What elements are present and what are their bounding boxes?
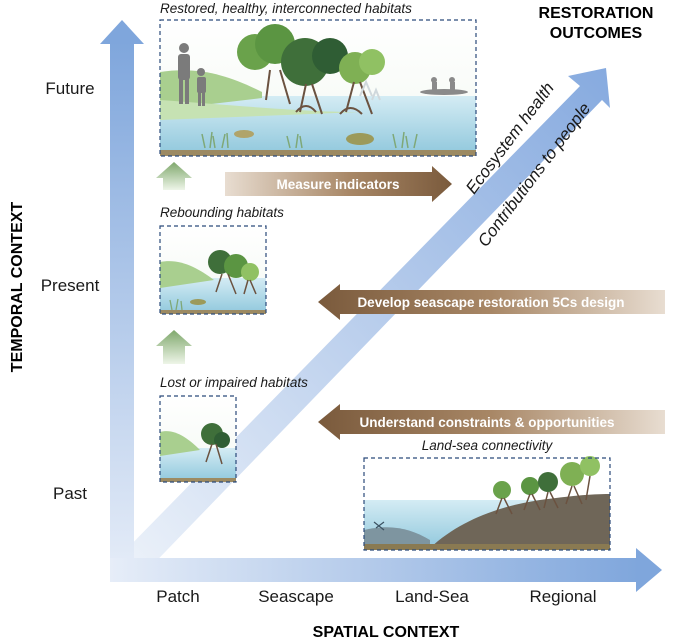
green-up-arrow-1 <box>156 162 192 190</box>
outcomes-title-line1: RESTORATION <box>539 5 654 22</box>
mangrove-trees-icon <box>493 456 600 515</box>
measure-indicators-label: Measure indicators <box>276 177 399 192</box>
fish-icon <box>346 133 374 145</box>
people-icon <box>178 43 206 106</box>
green-up-arrow-2 <box>156 330 192 364</box>
spatial-axis-arrow <box>110 548 662 592</box>
x-axis-title: SPATIAL CONTEXT <box>313 624 460 641</box>
seagrass-icon <box>201 131 418 149</box>
understand-constraints-arrow: Understand constraints & opportunities <box>318 404 665 440</box>
present-habitat-panel <box>159 225 267 315</box>
mangrove-trees-icon <box>208 250 259 295</box>
future-panel-caption: Restored, healthy, interconnected habita… <box>160 1 412 16</box>
future-habitat-panel <box>159 19 477 157</box>
past-habitat-panel <box>159 395 237 483</box>
y-tick-past: Past <box>53 484 87 503</box>
mangrove-trees-icon <box>237 24 385 115</box>
x-tick-regional: Regional <box>529 587 596 606</box>
fish-icon <box>234 130 254 138</box>
present-panel-caption: Rebounding habitats <box>160 205 284 220</box>
past-panel-caption: Lost or impaired habitats <box>160 375 308 390</box>
x-tick-seascape: Seascape <box>258 587 334 606</box>
y-tick-future: Future <box>45 79 94 98</box>
outcomes-diagonal-arrow <box>118 68 610 580</box>
landsea-connectivity-panel <box>363 456 611 551</box>
x-tick-patch: Patch <box>156 587 199 606</box>
landsea-panel-caption: Land-sea connectivity <box>422 438 554 453</box>
temporal-axis-arrow <box>100 20 144 580</box>
outcomes-title-line2: OUTCOMES <box>550 25 643 42</box>
develop-design-arrow: Develop seascape restoration 5Cs design <box>318 284 665 320</box>
mangrove-tree-icon <box>201 423 230 465</box>
y-tick-present: Present <box>41 276 100 295</box>
kayak-icon <box>420 77 468 95</box>
y-axis-title: TEMPORAL CONTEXT <box>9 202 26 373</box>
measure-indicators-arrow: Measure indicators <box>225 166 452 202</box>
x-tick-landsea: Land-Sea <box>395 587 469 606</box>
understand-constraints-label: Understand constraints & opportunities <box>359 415 614 430</box>
develop-design-label: Develop seascape restoration 5Cs design <box>357 295 624 310</box>
